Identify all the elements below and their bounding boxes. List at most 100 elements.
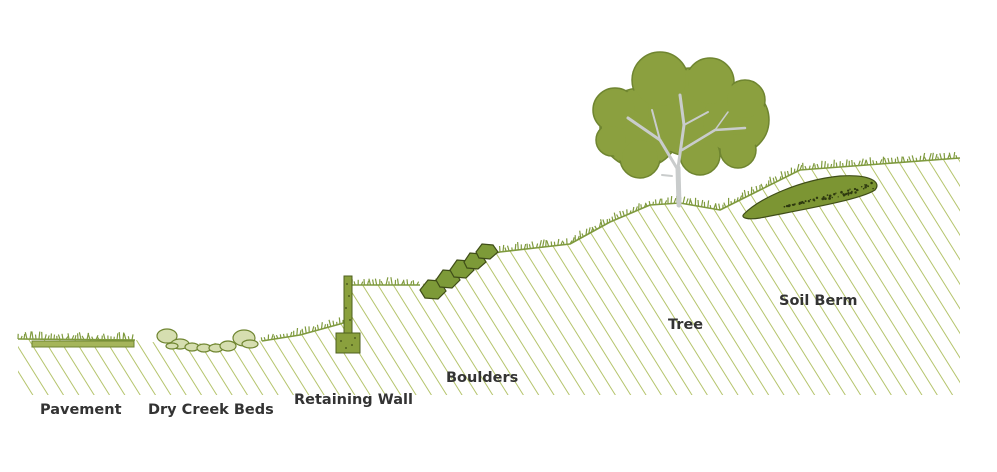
berm-speckle [867,185,870,188]
grass-blade [833,159,835,168]
grass-blade [102,333,106,340]
label-pavement: Pavement [40,402,122,418]
grass-blade [644,202,648,207]
grass-blade [883,157,887,164]
grass-blade [853,162,856,167]
berm-speckle [865,184,868,187]
grass-blade [29,331,32,340]
grass-blade [360,281,364,286]
berm-speckle [860,186,863,188]
grass-blade [743,189,747,198]
grass-blade [953,152,956,159]
grass-blade [65,336,69,340]
grass-blade [412,280,415,286]
grass-blade [804,165,807,170]
grass-blade [506,245,510,252]
grass-blade [860,158,864,166]
grass-blade [784,171,787,178]
berm-speckle [862,187,865,190]
soil-berm [742,175,878,220]
grass-blade [282,333,285,338]
grass-blade [385,277,389,286]
grass-blade [616,214,620,219]
grass-blade [380,280,384,286]
grass-blade [374,278,378,286]
grass-blade [707,200,710,208]
grass-blade [934,153,938,160]
grass-blade [127,336,130,341]
grass-blade [824,161,826,169]
grass-blade [780,171,784,179]
grass-blade [562,241,565,245]
grass-blade [799,164,803,171]
grass-blade [793,168,796,173]
grass-blade [600,219,603,227]
grass-blade [774,176,778,182]
grass-blade [535,243,539,248]
grass-blade [588,227,591,234]
grass-blade [577,235,580,240]
grass-blade [875,160,878,165]
berm-speckle [853,187,857,191]
grass-blade [955,155,958,159]
grass-blade [71,335,75,340]
grass-blade [619,210,622,218]
label-dry-creek-beds: Dry Creek Beds [148,402,274,418]
grass-blade [406,279,409,286]
grass-blade [400,280,404,286]
grass-blade [887,157,890,164]
grass-blade [53,334,56,340]
grass-blade [943,152,946,160]
grass-blade [915,157,918,162]
berm-speckle [847,194,850,196]
grass-blade [872,160,875,165]
grass-blade [96,336,100,341]
grass-blade [531,241,535,249]
grass-blade [91,336,94,340]
label-retaining-wall: Retaining Wall [294,392,413,408]
grass-blade [61,333,64,340]
berm-speckle [837,196,839,198]
grass-tufts [17,152,958,342]
berm-speckle [849,188,851,190]
grass-blade [372,279,375,286]
grass-blade [585,228,588,236]
berm-speckle [785,204,789,208]
grass-blade [263,337,266,341]
grass-blade [752,189,755,194]
grass-blade [514,243,517,251]
grass-blade [811,162,815,170]
grass-blade [820,160,823,169]
grass-blade [81,335,85,340]
grass-blade [739,195,743,201]
grass-blade [550,241,553,247]
grass-blade [24,332,28,340]
creek-stone [165,342,179,350]
grass-blade [714,203,718,210]
grass-blade [673,197,677,204]
grass-blade [816,163,820,169]
grass-blade [270,333,274,340]
grass-blade [622,210,625,217]
grass-blade [923,156,927,161]
grass-blade [131,334,134,341]
wall-stem [343,275,353,337]
grass-blade [928,152,932,161]
ground-hatch [18,158,960,395]
grass-blade [569,240,573,245]
grass-blade [682,196,686,204]
grass-blade [919,155,922,162]
grass-blade [613,212,617,220]
berm-speckle [870,181,873,185]
grass-blade [796,163,800,172]
berm-speckle [828,197,831,200]
grass-blade [368,278,372,286]
berm-speckle [804,200,807,203]
grass-blade [896,156,900,163]
grass-blade [87,333,91,340]
grass-blade [690,199,693,206]
grass-blade [67,333,70,340]
grass-blade [296,327,299,336]
grass-blade [523,243,527,250]
grass-blade [865,159,869,166]
